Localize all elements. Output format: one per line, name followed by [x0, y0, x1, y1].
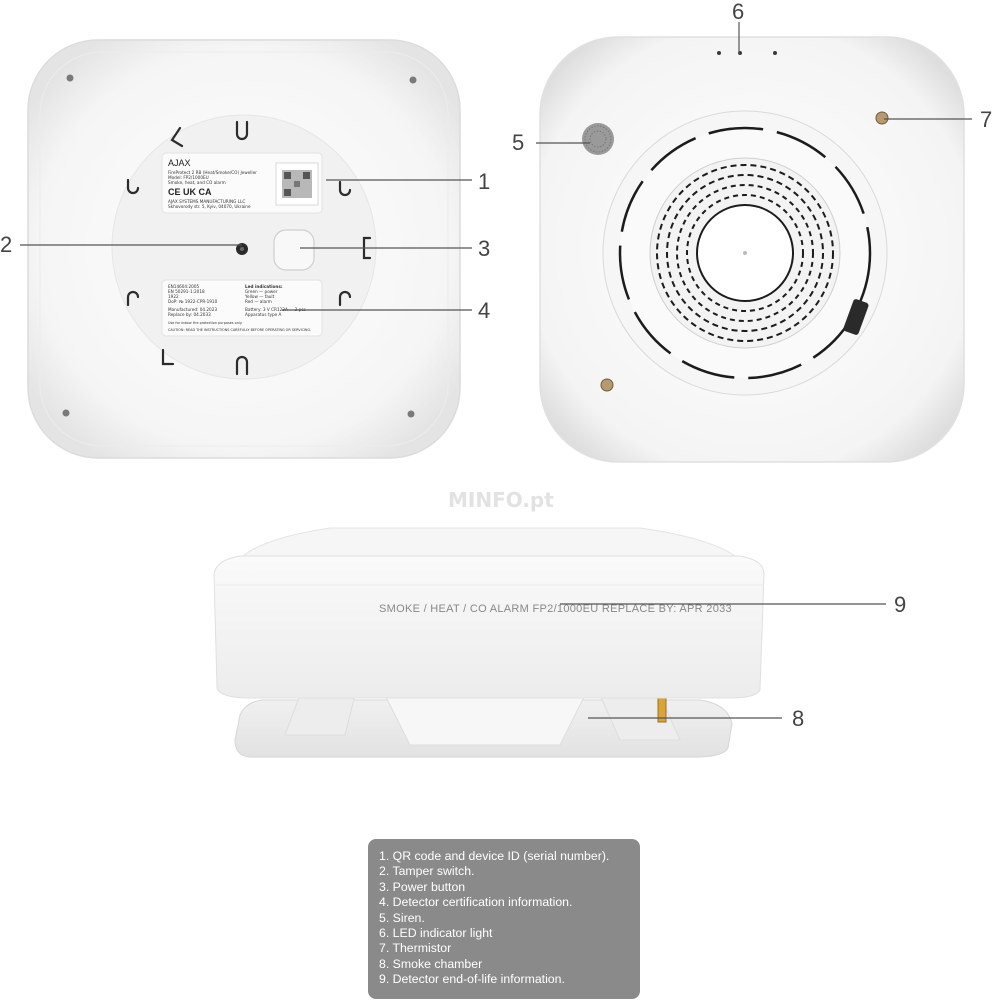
legend-item: 8. Smoke chamber: [379, 956, 483, 971]
svg-text:Skhovorody str. 5, Kyiv, 04070: Skhovorody str. 5, Kyiv, 04070, Ukraine: [168, 204, 251, 209]
svg-text:Smoke, heat, and CO alarm: Smoke, heat, and CO alarm: [168, 180, 226, 185]
screw-icon: [66, 74, 74, 82]
legend-item: 2. Tamper switch.: [379, 864, 475, 879]
svg-text:Use for indoor fire protection: Use for indoor fire protection purposes …: [168, 321, 242, 325]
svg-text:Green — power: Green — power: [245, 289, 278, 294]
svg-text:Red — alarm: Red — alarm: [245, 299, 272, 304]
device-id-label: AJAX FireProtect 2 RB (Heat/Smoke/CO) Je…: [161, 152, 323, 214]
siren-grille: [582, 123, 614, 155]
callout-6: 6: [732, 0, 744, 24]
svg-text:EN 50291-1:2018: EN 50291-1:2018: [168, 289, 205, 294]
svg-text:FireProtect 2 RB (Heat/Smoke/C: FireProtect 2 RB (Heat/Smoke/CO) Jewelle…: [168, 170, 257, 175]
legend-item: 1. QR code and device ID (serial number)…: [379, 849, 610, 863]
thermistor: [875, 111, 889, 125]
callout-2: 2: [0, 232, 12, 257]
certification-label: EN14604:2005 EN 50291-1:2018 1922 DoP: №…: [161, 279, 323, 337]
svg-text:Battery: 3 V CR123A — 3 pcs: Battery: 3 V CR123A — 3 pcs: [245, 307, 306, 312]
watermark: MINFO.pt: [448, 488, 554, 512]
legend-box: 1. QR code and device ID (serial number)…: [368, 839, 640, 999]
callout-8: 8: [792, 706, 804, 731]
legend-item: 6. LED indicator light: [379, 926, 493, 941]
callout-1: 1: [478, 169, 490, 194]
led-indicator: [717, 51, 721, 55]
legend-list: 1. QR code and device ID (serial number)…: [379, 849, 629, 988]
mounting-hooks: [126, 120, 372, 376]
end-of-life-text: SMOKE / HEAT / CO ALARM FP2/1000EU REPLA…: [379, 603, 732, 615]
callout-3: 3: [478, 236, 490, 261]
callout-4: 4: [478, 298, 490, 323]
svg-text:Apparatus type A: Apparatus type A: [245, 312, 282, 317]
power-button: [273, 229, 315, 271]
svg-text:Model: FP2/1000EU: Model: FP2/1000EU: [168, 175, 209, 180]
qr-code: [275, 162, 319, 206]
led-indicator: [773, 51, 777, 55]
brand-logo: AJAX: [168, 158, 191, 168]
screw-icon: [409, 76, 417, 84]
legend-item: 3. Power button: [379, 879, 466, 894]
legend-item: 7. Thermistor: [379, 941, 452, 956]
callout-9: 9: [894, 592, 906, 617]
svg-text:1922: 1922: [168, 294, 179, 299]
front-view: [539, 36, 965, 463]
legend-item: 5. Siren.: [379, 910, 425, 925]
side-view: SMOKE / HEAT / CO ALARM FP2/1000EU REPLA…: [213, 527, 765, 758]
svg-text:CAUTION: READ THE INSTRUCTIONS: CAUTION: READ THE INSTRUCTIONS CAREFULLY…: [168, 328, 311, 332]
svg-text:Led indications:: Led indications:: [245, 284, 283, 289]
svg-text:AJAX SYSTEMS MANUFACTURING LLC: AJAX SYSTEMS MANUFACTURING LLC: [168, 199, 245, 204]
svg-text:Replace by: 04.2033: Replace by: 04.2033: [168, 312, 211, 317]
svg-text:DoP: № 1922-CPR-1910: DoP: № 1922-CPR-1910: [168, 299, 218, 304]
callout-7: 7: [980, 107, 992, 132]
side-housing: [213, 555, 765, 699]
svg-text:Manufactured: 04.2023: Manufactured: 04.2023: [168, 307, 217, 312]
certification-marks: CE UK CA: [168, 187, 212, 197]
back-view: AJAX FireProtect 2 RB (Heat/Smoke/CO) Je…: [27, 39, 461, 459]
screw-icon: [62, 409, 70, 417]
legend-item: 9. Detector end-of-life information.: [379, 972, 565, 987]
svg-text:EN14604:2005: EN14604:2005: [168, 284, 200, 289]
callout-lines: [20, 22, 972, 719]
callout-5: 5: [512, 130, 524, 155]
legend-item: 4. Detector certification information.: [379, 895, 573, 910]
svg-text:Yellow — fault: Yellow — fault: [244, 294, 275, 299]
screw-icon: [407, 410, 415, 418]
